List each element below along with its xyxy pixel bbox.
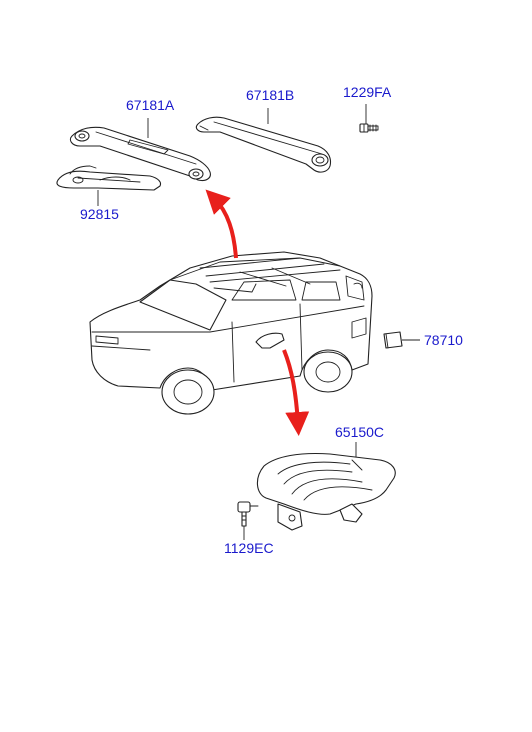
label-1129EC[interactable]: 1129EC [224,540,274,556]
roof-rail-front-part[interactable] [69,126,211,182]
label-67181A[interactable]: 67181A [126,97,175,113]
arrow-to-roof-rails [205,189,238,259]
screw-part[interactable] [359,123,379,133]
label-67181B[interactable]: 67181B [246,87,295,103]
label-92815[interactable]: 92815 [80,206,119,222]
label-65150C[interactable]: 65150C [335,424,385,440]
label-78710[interactable]: 78710 [424,332,463,348]
roof-rail-rear-part[interactable] [195,116,332,173]
vehicle-outline [89,251,373,415]
rail-cover-part[interactable] [56,165,162,191]
fuel-lid-bracket-part[interactable] [383,331,403,349]
label-1229FA[interactable]: 1229FA [343,84,392,100]
bolt-part[interactable] [237,501,259,527]
arrow-to-side-step [282,349,310,436]
side-step-bracket-part[interactable] [256,453,396,531]
